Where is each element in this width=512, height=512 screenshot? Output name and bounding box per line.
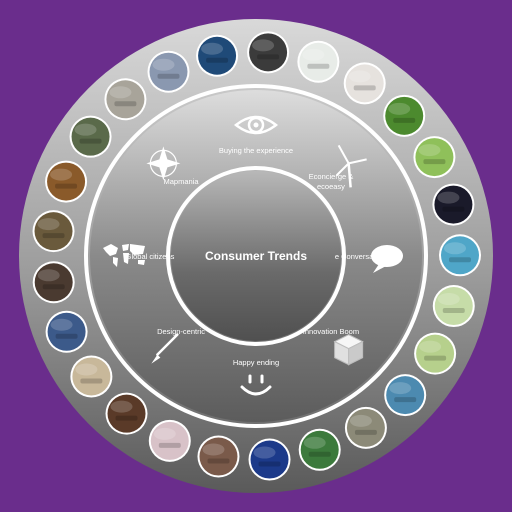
bottle-photo [32,261,75,304]
cube-icon [333,334,364,366]
device-screen-photo [248,438,291,481]
map-screenshot [104,78,147,121]
compass-rose-icon [146,146,181,181]
people-photo [197,435,240,478]
trend-label: e Conversations [335,252,389,261]
green-website-screenshot [432,285,475,328]
site-screenshot [45,310,88,353]
juice-bottles-photo [70,355,113,398]
spray-bottle-photo [105,392,148,435]
smiley-icon [240,374,272,396]
trend-label: Design-centric [157,327,205,336]
eye-icon [233,115,279,135]
trend-compass-rose: Mapmania [146,146,199,186]
aerial-map-photo [69,115,112,158]
center-title: Consumer Trends [205,249,307,263]
eco-site-screenshot [414,332,457,375]
phone-photo [298,428,341,471]
trend-wind-turbine: Econcierge &ecoeasy [309,144,367,191]
trend-label: Happy ending [233,358,279,367]
trend-eye: Buying the experience [219,115,293,155]
light-bulbs-photo [413,136,456,179]
market-photo [32,210,75,253]
transit-map-screenshot [147,50,190,93]
dark-gadget-photo [432,183,475,226]
wind-turbine-icon [335,144,367,188]
trend-paintbrush: Design-centric [151,327,205,364]
crowd-photo [196,34,239,77]
trend-speech-bubble: e Conversations [335,245,403,273]
trend-label: Innovation Boom [303,327,359,336]
inner-ring-divider [166,166,346,346]
news-page-screenshot [343,62,386,105]
trend-label: Global citizens [126,252,175,261]
trend-label: Buying the experience [219,146,293,155]
trend-world-map: Global citizens [103,244,175,267]
food-photo [45,160,88,203]
car-photo [344,406,387,449]
trend-label: Econcierge &ecoeasy [309,172,354,191]
trend-smiley: Happy ending [233,358,279,396]
outer-ring-divider [84,84,428,428]
photo-thumbnails [32,31,481,481]
recycle-logo-photo [383,94,426,137]
trend-cube: Innovation Boom [303,327,364,366]
center-disc [171,171,341,341]
website-screenshot [297,40,340,83]
handwriting-photo [148,419,191,462]
speech-bubble-icon [371,245,403,273]
brochure-photo [384,374,427,417]
coffee-machine-photo [247,31,290,74]
world-map-icon [103,244,145,267]
paintbrush-icon [151,333,179,364]
trend-label: Mapmania [164,177,200,186]
web-page-screenshot [438,234,481,277]
